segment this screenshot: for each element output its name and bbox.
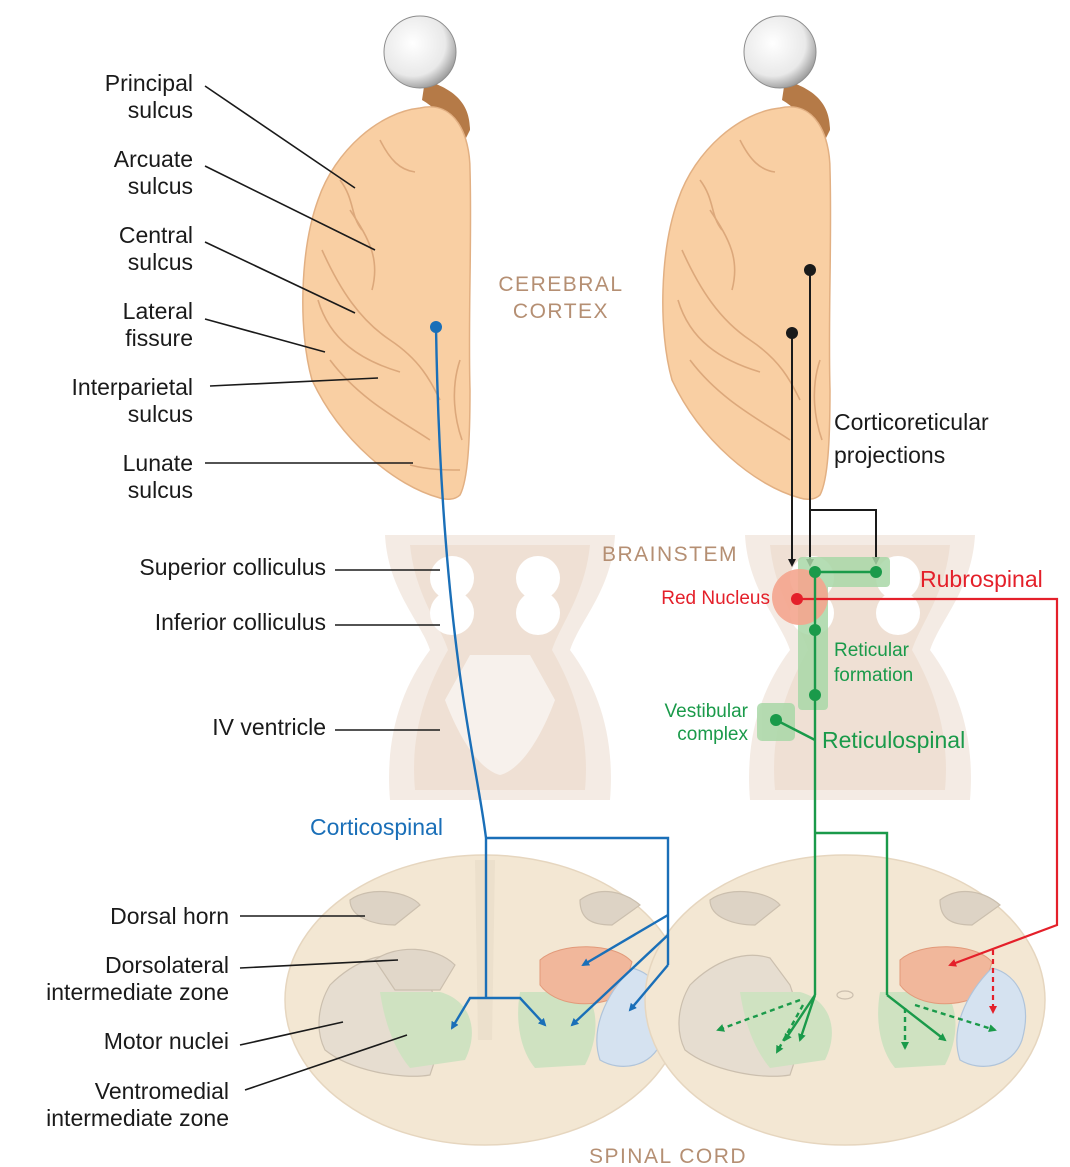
right-spinal-section: [645, 855, 1045, 1145]
label-dorsal-horn: Dorsal horn: [110, 903, 229, 929]
label-ventromedial-1: Ventromedial: [95, 1078, 229, 1104]
label-inferior-colliculus: Inferior colliculus: [155, 609, 326, 635]
label-interparietal-1: Interparietal: [72, 374, 193, 400]
right-cortex: [663, 107, 831, 499]
region-spinal-cord: SPINAL CORD: [589, 1145, 747, 1167]
region-brainstem: BRAINSTEM: [602, 543, 738, 566]
region-cerebral-2: CORTEX: [513, 300, 609, 323]
label-lateral-2: fissure: [125, 325, 193, 351]
label-reticular-2: formation: [834, 665, 913, 686]
label-arcuate-2: sulcus: [128, 173, 193, 199]
right-eye: [744, 16, 816, 88]
label-vestibular-1: Vestibular: [665, 701, 749, 722]
red-nucleus-dot: [791, 593, 803, 605]
label-principal-1: Principal: [105, 70, 193, 96]
label-interparietal-2: sulcus: [128, 401, 193, 427]
region-cerebral-1: CEREBRAL: [498, 273, 623, 296]
label-central-1: Central: [119, 222, 193, 248]
label-superior-colliculus: Superior colliculus: [139, 554, 326, 580]
label-principal-2: sulcus: [128, 97, 193, 123]
label-ventromedial-2: intermediate zone: [46, 1105, 229, 1131]
label-corticoreticular-2: projections: [834, 442, 945, 468]
label-iv-ventricle: IV ventricle: [212, 714, 326, 740]
left-eye: [384, 16, 456, 88]
label-corticoreticular-1: Corticoreticular: [834, 409, 989, 435]
label-vestibular-2: complex: [677, 724, 748, 745]
label-motor-nuclei: Motor nuclei: [104, 1028, 229, 1054]
label-central-2: sulcus: [128, 249, 193, 275]
label-arcuate-1: Arcuate: [114, 146, 193, 172]
label-dorsolateral-2: intermediate zone: [46, 979, 229, 1005]
left-cortex: [303, 107, 471, 499]
label-reticulospinal: Reticulospinal: [822, 727, 965, 753]
label-lunate-2: sulcus: [128, 477, 193, 503]
label-lunate-1: Lunate: [123, 450, 193, 476]
label-lateral-1: Lateral: [123, 298, 193, 324]
left-hemisphere: [303, 16, 471, 499]
label-red-nucleus: Red Nucleus: [661, 588, 770, 609]
label-corticospinal: Corticospinal: [310, 814, 443, 840]
label-rubrospinal: Rubrospinal: [920, 566, 1043, 592]
corticoreticular-dot-1: [786, 327, 798, 339]
corticospinal-origin-dot: [430, 321, 442, 333]
left-brainstem: [385, 535, 615, 800]
label-reticular-1: Reticular: [834, 640, 910, 661]
right-hemisphere: [663, 16, 831, 499]
left-labels: Principal sulcus Arcuate sulcus Central …: [46, 70, 326, 1131]
label-dorsolateral-1: Dorsolateral: [105, 952, 229, 978]
corticoreticular-dot-2: [804, 264, 816, 276]
